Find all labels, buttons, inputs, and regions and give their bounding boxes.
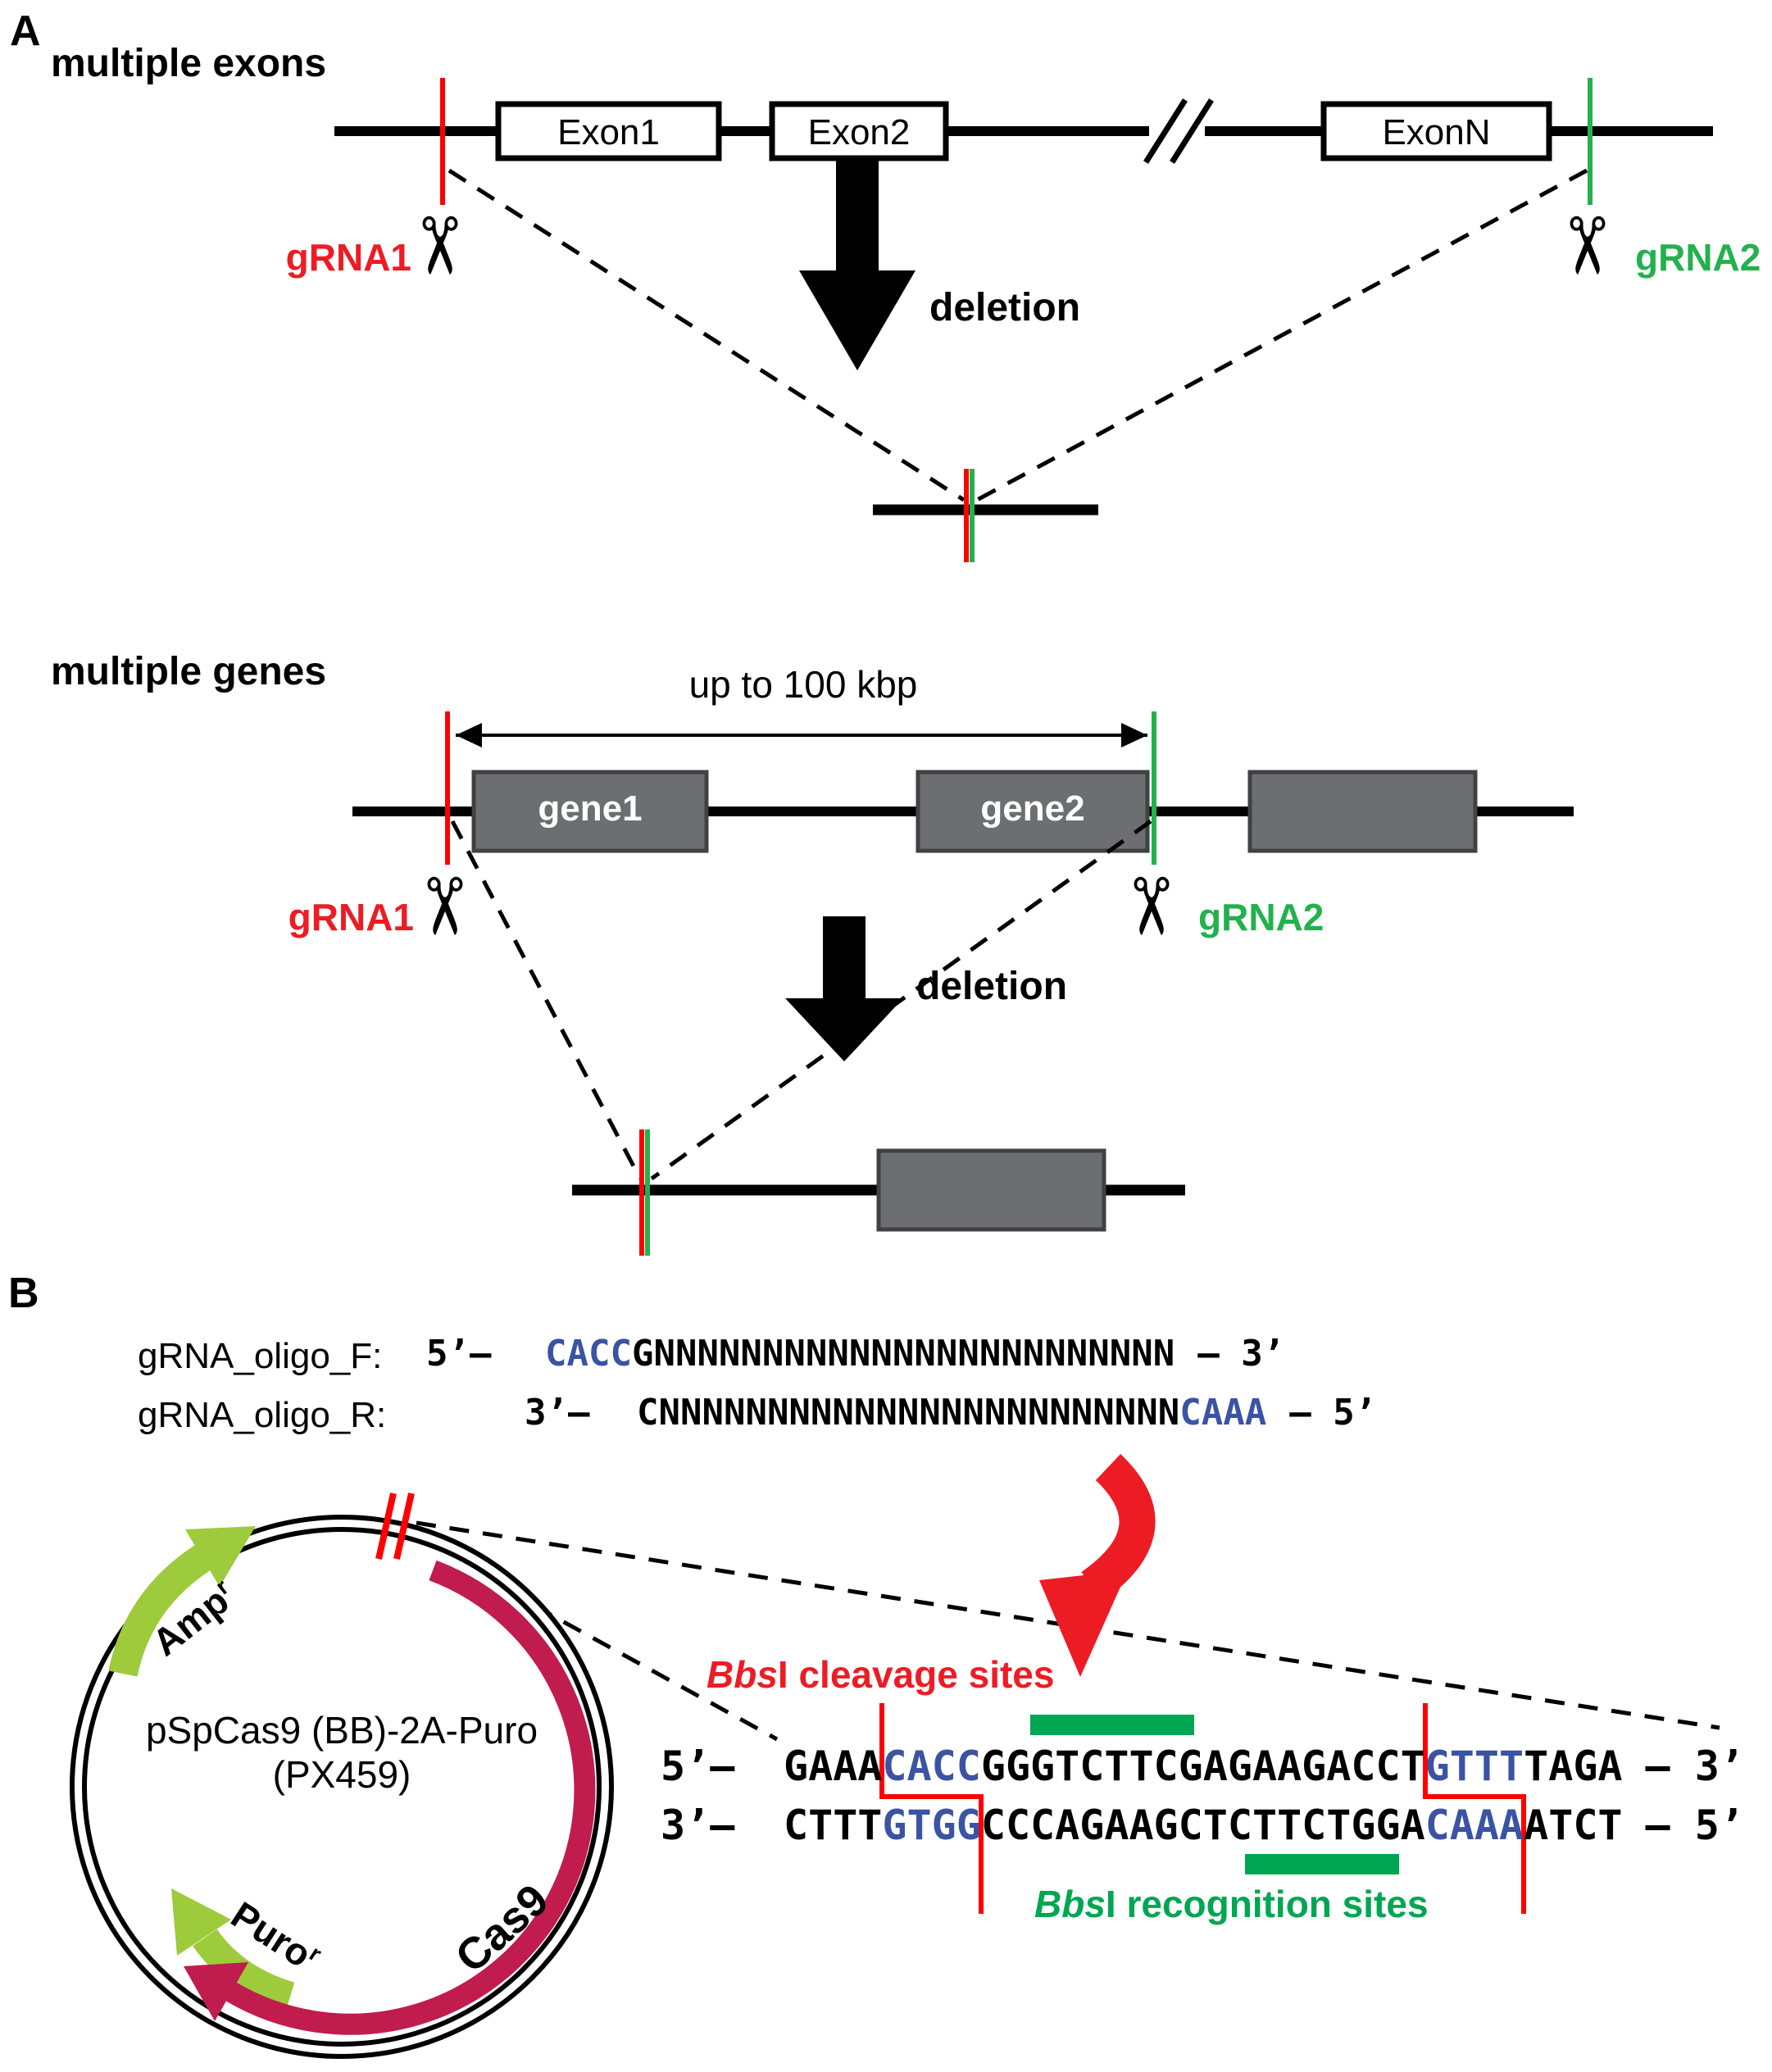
- deletion-arrow-head-exons: [799, 270, 916, 370]
- line-break-slash-2: [1170, 98, 1214, 164]
- gene2-label: gene2: [980, 788, 1085, 829]
- gene1-label: gene1: [538, 788, 643, 829]
- oligo-f-name: gRNA_oligo_F:: [138, 1336, 383, 1376]
- grna1-label-exons: gRNA1: [285, 236, 411, 279]
- cas9-arc: [225, 1560, 596, 2035]
- top-seg5: TAGA: [1524, 1743, 1623, 1790]
- top-seg3: GGGTCTTCGAGAAGACCT: [980, 1743, 1425, 1790]
- insertion-site-slash-2: [393, 1493, 415, 1560]
- bottom-overhang-caaa: CAAA: [1424, 1802, 1524, 1849]
- gene1-box: [471, 770, 709, 853]
- puro-arrow-head: [171, 1888, 231, 1956]
- exon1-label: Exon1: [557, 112, 660, 152]
- annealing-arrow-head: [1039, 1570, 1128, 1677]
- panel-b-label: B: [8, 1270, 39, 1317]
- plasmid-name-line1: pSpCas9 (BB)-2A-Puro: [145, 1709, 538, 1752]
- bottom-seg3: CCCAGAAGCTCTTCTGGA: [980, 1802, 1425, 1849]
- gene2-box: [916, 770, 1150, 853]
- oligo-f-overhang: CACC: [545, 1333, 632, 1375]
- exon2-box: [769, 101, 949, 161]
- bbsi-cleavage-rest: I cleavage sites: [777, 1653, 1055, 1696]
- bottom-suffix: — 5’: [1645, 1802, 1744, 1849]
- recognition-bar-bottom: [1245, 1854, 1399, 1874]
- oligo-r-sequence: CNNNNNNNNNNNNNNNNNNNNNNNNCAAA — 5’: [637, 1392, 1376, 1434]
- bbsi-recognition-label: BbsI recognition sites: [1034, 1882, 1429, 1926]
- deletion-arrow-head-genes: [785, 998, 903, 1061]
- oligo-r-prefix: 3’—: [525, 1392, 611, 1434]
- deletion-dashed-left-exons: [448, 168, 966, 502]
- grna2-label-genes: gRNA2: [1198, 896, 1324, 938]
- annealing-arrow-shaft: [1081, 1454, 1156, 1602]
- distance-arrow-head-left: [456, 723, 482, 747]
- remaining-gene-box: [876, 1148, 1106, 1232]
- top-overhang-gttt: GTTT: [1424, 1743, 1524, 1790]
- amp-arrow-shaft: [108, 1544, 212, 1677]
- zoom-dashed-upper: [416, 1520, 1720, 1730]
- deletion-label-genes: deletion: [916, 965, 1068, 1008]
- exon1-box: [495, 101, 722, 161]
- oligo-r-suffix: — 5’: [1289, 1392, 1377, 1434]
- deletion-arrow-shaft-exons: [836, 160, 879, 272]
- scissors-icon: ✂: [1542, 212, 1630, 279]
- grna1-label-genes: gRNA1: [288, 896, 414, 938]
- panel-a-label: A: [10, 7, 41, 55]
- duplex-top-strand: GAAACACCGGGTCTTCGAGAAGACCTGTTTTAGA — 3’: [784, 1743, 1744, 1790]
- oligo-r-body: CNNNNNNNNNNNNNNNNNNNNNNNN: [637, 1392, 1180, 1434]
- distance-label: up to 100 kbp: [688, 663, 918, 706]
- deletion-dashed-right-exons: [975, 168, 1588, 502]
- oligo-f-suffix: — 3’: [1197, 1333, 1285, 1375]
- amp-arrow-head: [185, 1526, 256, 1587]
- oligo-r-overhang: CAAA: [1179, 1392, 1267, 1434]
- bottom-overhang-gtgg: GTGG: [882, 1802, 981, 1849]
- top-suffix: — 3’: [1645, 1743, 1744, 1790]
- duplex-top-prefix: 5’—: [661, 1743, 760, 1790]
- deletion-dashed-left-genes: [450, 820, 643, 1180]
- scissors-icon: ✂: [1106, 873, 1194, 940]
- exonN-box: [1320, 101, 1552, 161]
- multiple-exons-title: multiple exons: [51, 42, 327, 85]
- grna2-label-exons: gRNA2: [1635, 236, 1761, 279]
- bottom-seg1: CTTT: [784, 1802, 883, 1849]
- line-break-slash-1: [1143, 98, 1188, 164]
- bbsi-cleavage-italic: Bbs: [707, 1653, 778, 1696]
- top-overhang-cacc: CACC: [882, 1743, 981, 1790]
- oligo-r-name: gRNA_oligo_R:: [138, 1395, 387, 1435]
- plasmid-name-line2: (PX459): [272, 1753, 411, 1796]
- exon2-label: Exon2: [807, 112, 911, 152]
- duplex-bottom-prefix: 3’—: [661, 1802, 760, 1849]
- bbsi-recognition-italic: Bbs: [1034, 1883, 1106, 1925]
- oligo-f-prefix: 5’—: [426, 1333, 513, 1375]
- scissors-icon: ✂: [399, 873, 488, 940]
- multiple-genes-title: multiple genes: [51, 650, 327, 693]
- recognition-bar-top: [1030, 1715, 1194, 1735]
- duplex-bottom-strand: CTTTGTGGCCCAGAAGCTCTTCTGGACAAAATCT — 5’: [784, 1802, 1744, 1849]
- plasmid-inner-circle: [82, 1527, 602, 2047]
- gene3-box: [1247, 770, 1478, 853]
- deletion-label-exons: deletion: [929, 286, 1081, 329]
- distance-arrow-head-right: [1121, 723, 1147, 747]
- oligo-f-sequence: CACCGNNNNNNNNNNNNNNNNNNNNNNNN — 3’: [545, 1333, 1284, 1375]
- exonN-label: ExonN: [1382, 112, 1491, 152]
- insertion-site-slash-1: [375, 1493, 397, 1560]
- deletion-arrow-shaft-genes: [823, 916, 866, 998]
- bbsi-cleavage-label: BbsI cleavage sites: [707, 1652, 1054, 1697]
- cas9-arrow-head: [184, 1962, 248, 2021]
- oligo-f-body: GNNNNNNNNNNNNNNNNNNNNNNNN: [631, 1333, 1175, 1375]
- bottom-seg5: ATCT: [1524, 1802, 1623, 1849]
- top-seg1: GAAA: [784, 1743, 883, 1790]
- bbsi-recognition-rest: I recognition sites: [1105, 1883, 1429, 1925]
